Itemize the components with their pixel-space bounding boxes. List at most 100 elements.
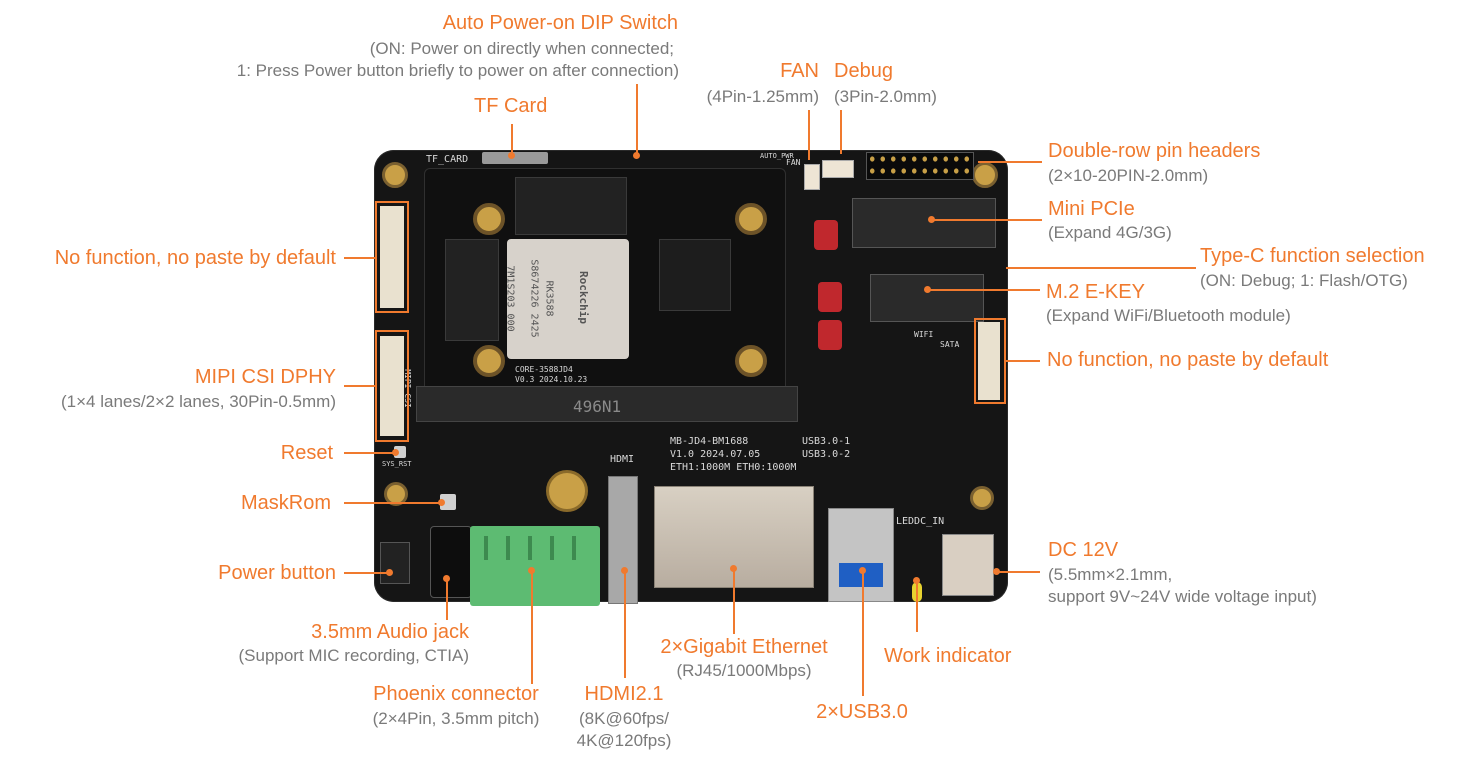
leader-dot bbox=[528, 567, 535, 574]
leader-dot bbox=[392, 449, 399, 456]
highlight-fpc-right bbox=[974, 318, 1006, 404]
silk-usb1: USB3.0-1 bbox=[802, 436, 851, 447]
leader-minipcie bbox=[932, 219, 1042, 221]
leader-dot bbox=[859, 567, 866, 574]
leader-hdmi bbox=[624, 570, 626, 678]
mount-hole bbox=[473, 203, 505, 235]
label-minipcie-title: Mini PCIe bbox=[1048, 198, 1135, 220]
capacitor bbox=[818, 282, 842, 312]
label-pinheader-sub: (2×10-20PIN-2.0mm) bbox=[1048, 166, 1209, 185]
board-image: TF_CARD Rockchip RK3588 S8674226 2425 7M… bbox=[374, 150, 1008, 606]
label-debug-title: Debug bbox=[834, 60, 893, 82]
soc-code: S8674226 2425 bbox=[528, 259, 540, 338]
label-nofunc-right: No function, no paste by default bbox=[1047, 349, 1329, 371]
leader-dot bbox=[730, 565, 737, 572]
soc-brand: Rockchip bbox=[576, 271, 590, 324]
label-pinheader-title: Double-row pin headers bbox=[1048, 140, 1261, 162]
highlight-mipi-csi bbox=[375, 330, 409, 442]
audio-jack bbox=[430, 526, 472, 598]
silk-tf-card: TF_CARD bbox=[426, 154, 469, 165]
label-audio-title: 3.5mm Audio jack bbox=[311, 621, 469, 643]
leader-nofunc-right bbox=[1006, 360, 1040, 362]
label-audio-sub: (Support MIC recording, CTIA) bbox=[238, 646, 469, 665]
soc-model: RK3588 bbox=[543, 280, 555, 317]
leader-m2 bbox=[928, 289, 1040, 291]
fpc-connector-right bbox=[978, 322, 1000, 400]
mount-hole bbox=[970, 486, 994, 510]
mount-hole bbox=[735, 203, 767, 235]
silk-wifi: WIFI bbox=[914, 330, 934, 339]
label-typec-sub: (ON: Debug; 1: Flash/OTG) bbox=[1200, 271, 1408, 290]
leader-dip bbox=[636, 84, 638, 156]
soc-chip: Rockchip RK3588 S8674226 2425 7M1S203 00… bbox=[505, 239, 629, 359]
debug-connector bbox=[822, 160, 854, 178]
dc-jack bbox=[942, 534, 994, 596]
label-typec-title: Type-C function selection bbox=[1200, 245, 1425, 267]
highlight-fpc-left-top bbox=[375, 201, 409, 313]
leader-ethernet bbox=[733, 568, 735, 634]
capacitor bbox=[818, 320, 842, 350]
label-dc-title: DC 12V bbox=[1048, 539, 1119, 561]
leader-dot bbox=[993, 568, 1000, 575]
leader-audio bbox=[446, 578, 448, 620]
mount-hole bbox=[972, 162, 998, 188]
leader-nofunc-left bbox=[344, 257, 375, 259]
label-m2-title: M.2 E-KEY bbox=[1046, 281, 1145, 303]
m2-slot bbox=[870, 274, 984, 322]
leader-phoenix bbox=[531, 570, 533, 684]
label-m2-sub: (Expand WiFi/Bluetooth module) bbox=[1046, 306, 1291, 325]
label-dip-title: Auto Power-on DIP Switch bbox=[442, 12, 678, 34]
tf-card-slot bbox=[482, 152, 548, 164]
label-reset: Reset bbox=[280, 442, 333, 464]
leader-dot bbox=[913, 577, 920, 584]
label-nofunc-left: No function, no paste by default bbox=[54, 247, 336, 269]
mount-hole bbox=[473, 345, 505, 377]
label-phoenix-title: Phoenix connector bbox=[373, 683, 539, 705]
mount-hole bbox=[735, 345, 767, 377]
label-fan-title: FAN bbox=[780, 60, 819, 82]
label-hdmi-sub1: (8K@60fps/ bbox=[578, 709, 670, 728]
label-hdmi-title: HDMI2.1 bbox=[584, 683, 664, 705]
label-ethernet-sub: (RJ45/1000Mbps) bbox=[676, 661, 812, 680]
rtc-battery bbox=[546, 470, 588, 512]
phoenix-connector bbox=[470, 526, 600, 606]
leader-dot bbox=[438, 499, 445, 506]
hdmi-port bbox=[608, 476, 638, 604]
emmc-chip bbox=[659, 239, 731, 311]
label-dc-sub2: support 9V~24V wide voltage input) bbox=[1048, 587, 1317, 606]
mount-hole bbox=[382, 162, 408, 188]
label-fan-sub: (4Pin-1.25mm) bbox=[706, 87, 819, 106]
fpc-connector-left-top bbox=[380, 206, 404, 308]
memory-chip bbox=[515, 177, 627, 235]
label-debug-sub: (3Pin-2.0mm) bbox=[834, 87, 937, 106]
label-mipi-title: MIPI CSI DPHY bbox=[194, 366, 336, 388]
label-work: Work indicator bbox=[884, 645, 1012, 667]
leader-dot bbox=[928, 216, 935, 223]
sodimm-slot: 496N1 bbox=[416, 386, 798, 422]
usb-port bbox=[828, 508, 894, 602]
mini-pcie-slot bbox=[852, 198, 996, 248]
leader-usb bbox=[862, 570, 864, 696]
power-button bbox=[380, 542, 410, 584]
slot-label: 496N1 bbox=[573, 397, 622, 416]
label-dip-sub2: 1: Press Power button briefly to power o… bbox=[236, 61, 679, 80]
fpc-connector-left-bottom bbox=[380, 336, 404, 436]
leader-debug bbox=[840, 110, 842, 154]
label-tf-title: TF Card bbox=[474, 95, 548, 117]
label-mipi-sub: (1×4 lanes/2×2 lanes, 30Pin-0.5mm) bbox=[61, 392, 336, 411]
label-usb: 2×USB3.0 bbox=[816, 701, 908, 723]
leader-dot bbox=[443, 575, 450, 582]
leader-dot bbox=[924, 286, 931, 293]
leader-pinheader bbox=[978, 161, 1042, 163]
label-power: Power button bbox=[218, 562, 336, 584]
leader-mipi bbox=[344, 385, 375, 387]
leader-typec bbox=[1006, 267, 1196, 269]
leader-work bbox=[916, 580, 918, 632]
label-phoenix-sub: (2×4Pin, 3.5mm pitch) bbox=[372, 709, 540, 728]
label-dip-sub1: (ON: Power on directly when connected; bbox=[369, 39, 674, 58]
leader-dot bbox=[508, 152, 515, 159]
silk-fan: FAN bbox=[786, 158, 801, 167]
leader-dc bbox=[996, 571, 1040, 573]
board-name: MB-JD4-BM1688 bbox=[670, 436, 749, 447]
leader-dot bbox=[633, 152, 640, 159]
